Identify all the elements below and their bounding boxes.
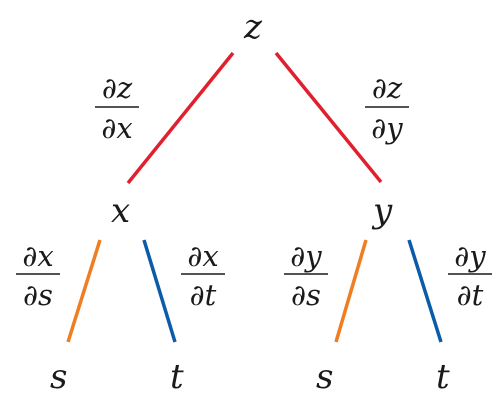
dx-dt-num-var: x xyxy=(202,239,218,273)
edge-x-s xyxy=(66,239,102,343)
node-z: z xyxy=(243,7,263,47)
dx-ds-num-var: x xyxy=(37,239,53,273)
svg-text:∂y: ∂y xyxy=(454,239,486,273)
dy-dt-den-d: ∂ xyxy=(457,278,472,312)
dy-ds-den-var: s xyxy=(306,278,321,312)
edge-y-s xyxy=(334,239,368,343)
derivative-dx-dt: ∂x ∂t xyxy=(181,239,225,312)
svg-text:∂x: ∂x xyxy=(101,111,132,145)
dy-ds-num-d: ∂ xyxy=(290,239,305,273)
dx-ds-num-d: ∂ xyxy=(22,239,37,273)
dz-dy-num-var: z xyxy=(386,71,403,105)
svg-text:∂s: ∂s xyxy=(291,278,321,312)
edge-x-t xyxy=(142,239,177,343)
node-s-left: s xyxy=(50,357,67,397)
svg-text:∂y: ∂y xyxy=(371,111,403,145)
dz-dy-den-var: y xyxy=(384,111,403,145)
node-s-right: s xyxy=(316,357,333,397)
node-t-left: t xyxy=(170,357,184,397)
svg-text:∂s: ∂s xyxy=(23,278,53,312)
svg-text:∂y: ∂y xyxy=(290,239,322,273)
dx-ds-den-d: ∂ xyxy=(23,278,38,312)
dz-dx-num-d: ∂ xyxy=(102,71,117,105)
svg-text:∂t: ∂t xyxy=(190,278,217,312)
dx-dt-num-d: ∂ xyxy=(187,239,202,273)
derivative-dx-ds: ∂x ∂s xyxy=(16,239,60,312)
dy-dt-num-var: y xyxy=(467,239,486,273)
node-x: x xyxy=(111,191,130,231)
svg-text:∂t: ∂t xyxy=(457,278,484,312)
dy-dt-den-var: t xyxy=(472,278,484,312)
node-t-right: t xyxy=(436,357,450,397)
dy-ds-den-d: ∂ xyxy=(291,278,306,312)
edge-z-x xyxy=(126,51,235,185)
svg-text:∂x: ∂x xyxy=(22,239,53,273)
dz-dy-num-d: ∂ xyxy=(372,71,387,105)
svg-text:∂z: ∂z xyxy=(102,71,133,105)
dz-dx-den-var: x xyxy=(116,111,132,145)
dz-dx-den-d: ∂ xyxy=(101,111,116,145)
dy-ds-num-var: y xyxy=(303,239,322,273)
edge-z-y xyxy=(274,51,383,184)
derivative-dy-dt: ∂y ∂t xyxy=(448,239,492,312)
dx-ds-den-var: s xyxy=(38,278,53,312)
dz-dy-den-d: ∂ xyxy=(371,111,386,145)
svg-text:∂x: ∂x xyxy=(187,239,218,273)
derivative-dz-dy: ∂z ∂y xyxy=(365,71,409,145)
node-y: y xyxy=(371,191,393,231)
edge-y-t xyxy=(407,239,443,343)
dy-dt-num-d: ∂ xyxy=(454,239,469,273)
dz-dx-num-var: z xyxy=(116,71,133,105)
dx-dt-den-d: ∂ xyxy=(190,278,205,312)
derivative-dy-ds: ∂y ∂s xyxy=(284,239,328,312)
dx-dt-den-var: t xyxy=(205,278,217,312)
derivative-dz-dx: ∂z ∂x xyxy=(95,71,139,145)
svg-text:∂z: ∂z xyxy=(372,71,403,105)
